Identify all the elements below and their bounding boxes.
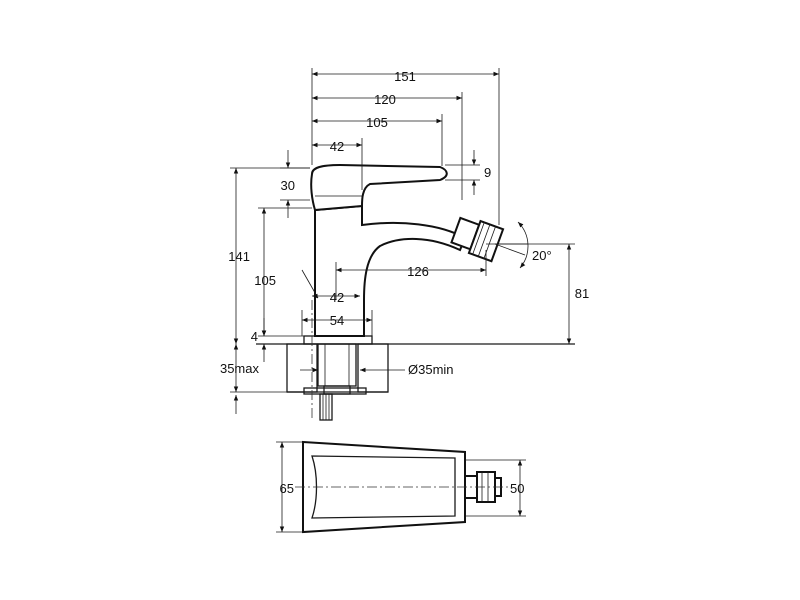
- dim-30: 30: [281, 178, 295, 193]
- dim-20-degrees: 20°: [532, 248, 552, 263]
- dim-42-top: 42: [330, 139, 344, 154]
- mounting-shank: [303, 335, 373, 421]
- dim-50: 50: [510, 481, 524, 496]
- top-view: 65 50: [276, 440, 526, 534]
- dim-81: 81: [575, 286, 589, 301]
- dim-65: 65: [280, 481, 294, 496]
- dim-4: 4: [251, 329, 258, 344]
- dim-105-left: 105: [254, 273, 276, 288]
- dim-35min: Ø35min: [408, 362, 454, 377]
- dim-105-top: 105: [366, 115, 388, 130]
- dim-126: 126: [407, 264, 429, 279]
- dim-141: 141: [228, 249, 250, 264]
- side-view: 151 120 105 42 9 30 141 105 20° 126 81 4…: [220, 68, 589, 421]
- dim-42-bottom: 42: [330, 290, 344, 305]
- dim-151: 151: [394, 69, 416, 84]
- lever-handle: [310, 163, 448, 212]
- dim-35max: 35max: [220, 361, 260, 376]
- dim-54: 54: [330, 313, 344, 328]
- aerator-nozzle: [450, 216, 505, 263]
- dim-120: 120: [374, 92, 396, 107]
- dim-9: 9: [484, 165, 491, 180]
